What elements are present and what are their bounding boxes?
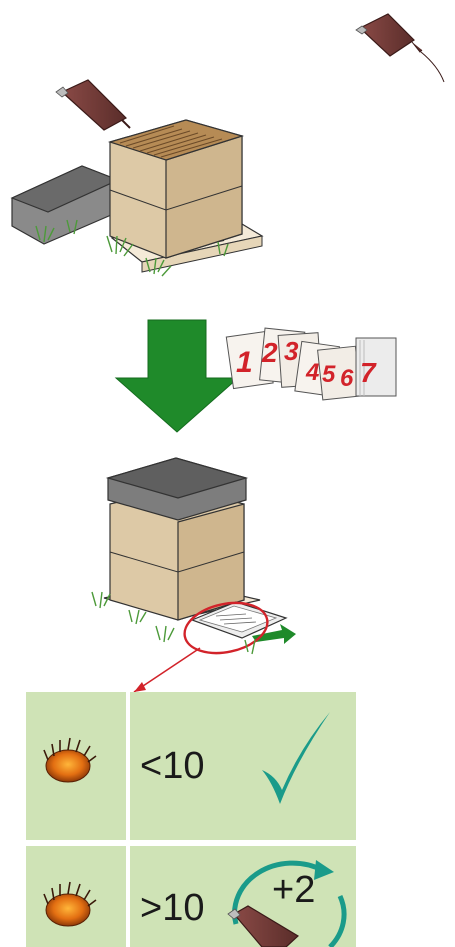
calendar-day-3: 3 — [284, 336, 299, 366]
hive-dripping-illustration — [12, 80, 262, 276]
threshold-below-label: <10 — [140, 745, 204, 787]
calendar-day-2: 2 — [261, 337, 278, 368]
repeat-count-label: +2 — [272, 869, 315, 911]
results-table: <10 >10 +2 — [26, 692, 356, 947]
threshold-above-label: >10 — [140, 887, 204, 929]
calendar-day-4: 4 — [305, 359, 319, 386]
calendar-day-5: 5 — [322, 361, 336, 388]
calendar-day-6: 6 — [340, 365, 354, 392]
drip-bottle-icon — [356, 14, 444, 82]
calendar-day-1: 1 — [236, 346, 253, 379]
down-arrow-icon — [116, 320, 238, 432]
calendar-days-icon: 1 2 3 4 5 6 7 — [226, 328, 396, 400]
calendar-day-7: 7 — [360, 357, 377, 388]
hive-inspection-illustration — [92, 458, 296, 692]
